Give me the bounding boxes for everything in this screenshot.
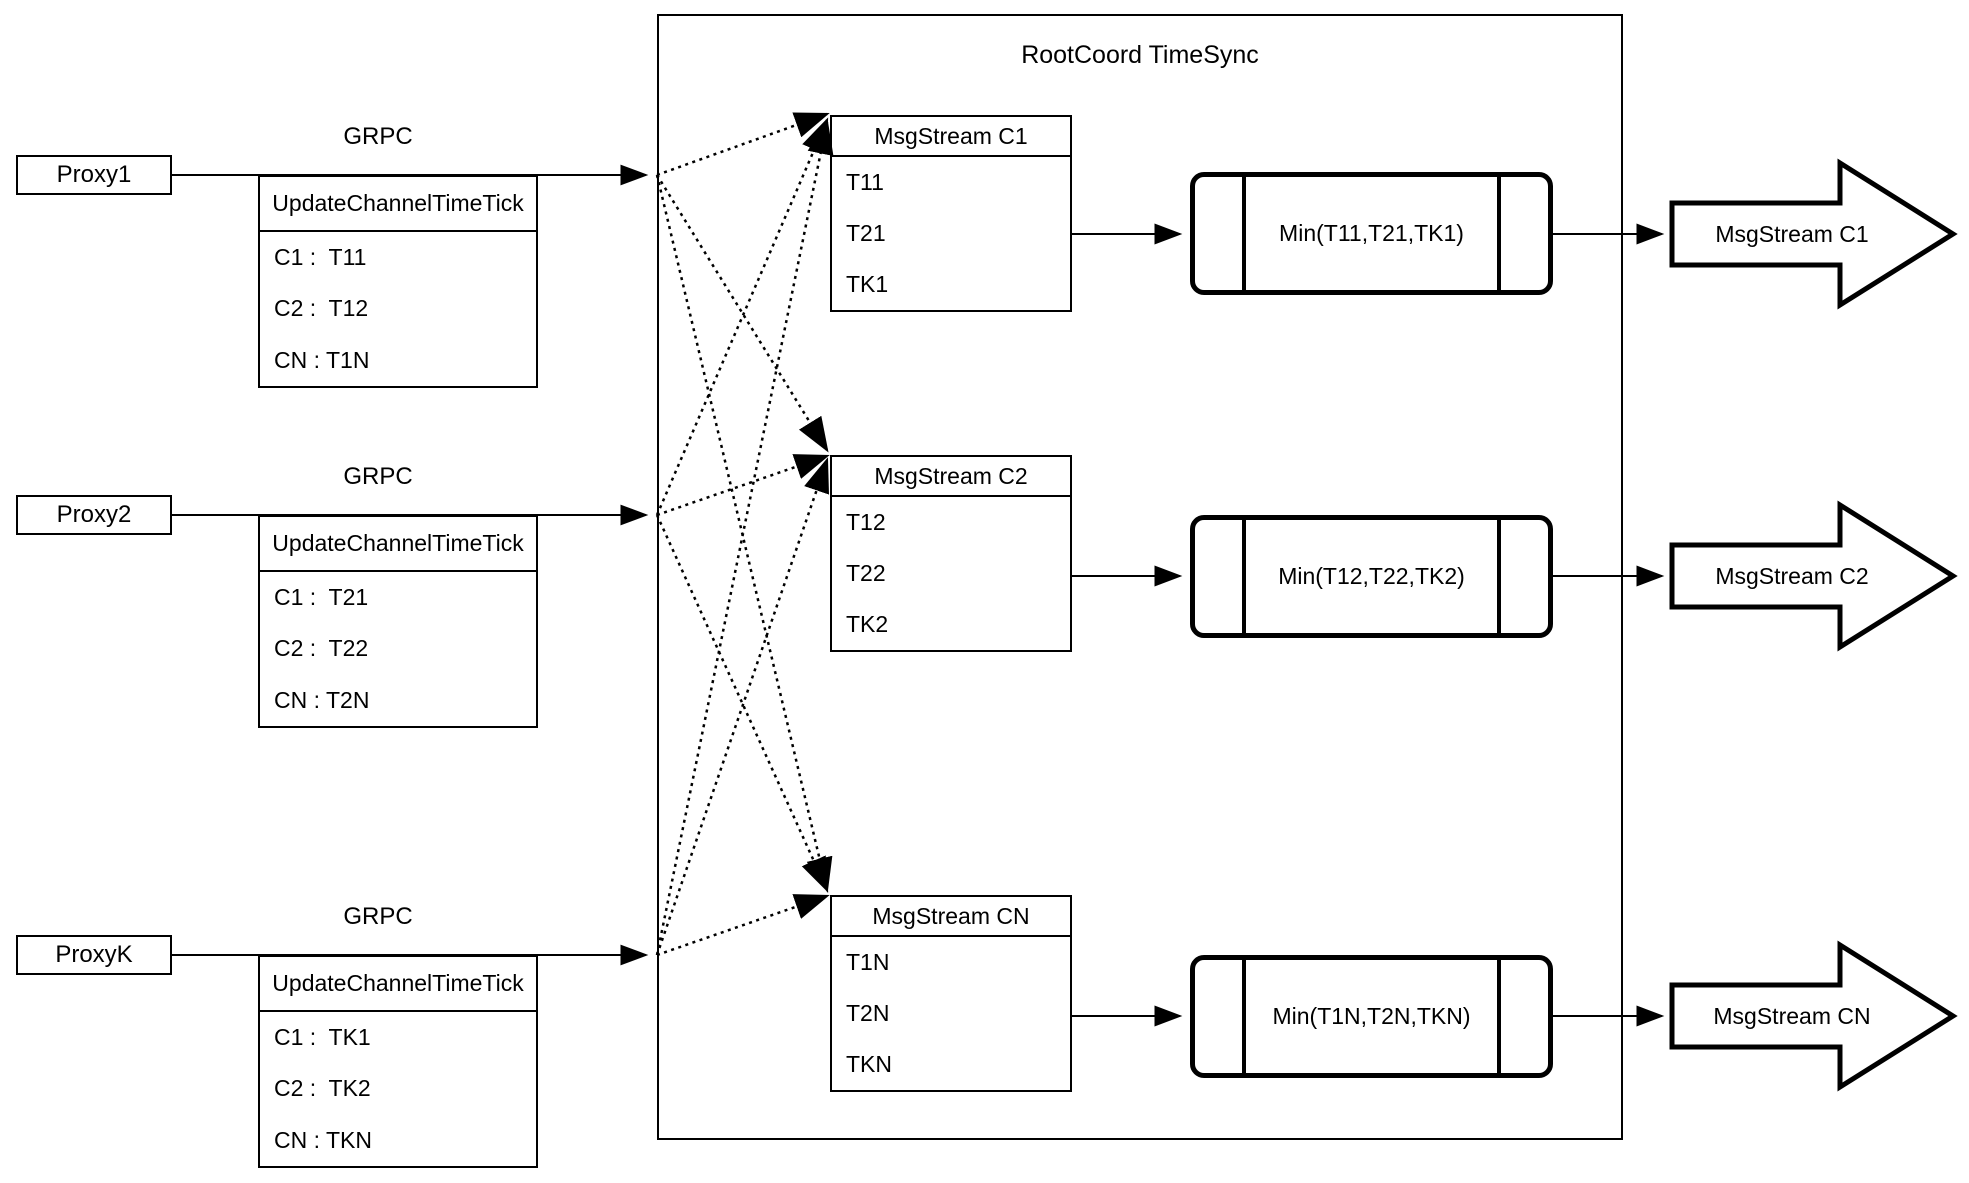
proxy1-table-header: UpdateChannelTimeTick bbox=[260, 177, 536, 232]
proxyk-table-header: UpdateChannelTimeTick bbox=[260, 957, 536, 1012]
rootcoord-title: RootCoord TimeSync bbox=[1021, 40, 1259, 69]
output-label-cn: MsgStream CN bbox=[1713, 1002, 1871, 1029]
table-row: C1 : T11 bbox=[274, 244, 367, 271]
buffer-divider bbox=[1497, 520, 1501, 633]
msgstream-cn-header: MsgStream CN bbox=[832, 897, 1070, 937]
msgstream-cn-table: MsgStream CN T1N T2N TKN bbox=[830, 895, 1072, 1092]
proxy1-timetick-table: UpdateChannelTimeTick C1 : T11 C2 : T12 … bbox=[258, 175, 538, 388]
output-label-c2: MsgStream C2 bbox=[1715, 562, 1869, 589]
min-buffer-c2: Min(T12,T22,TK2) bbox=[1190, 515, 1553, 638]
buffer-divider bbox=[1242, 520, 1246, 633]
proxy1-label: Proxy1 bbox=[56, 161, 132, 188]
proxy2-label: Proxy2 bbox=[56, 501, 132, 528]
table-row: T11 bbox=[846, 169, 884, 195]
table-row: TK2 bbox=[846, 611, 889, 637]
proxyk-label: ProxyK bbox=[55, 941, 133, 968]
min-c2-label: Min(T12,T22,TK2) bbox=[1278, 563, 1465, 589]
table-row: C2 : T22 bbox=[274, 635, 369, 662]
min-cn-label: Min(T1N,T2N,TKN) bbox=[1272, 1003, 1471, 1029]
proxy2-timetick-table: UpdateChannelTimeTick C1 : T21 C2 : T22 … bbox=[258, 515, 538, 728]
table-row: CN : TKN bbox=[274, 1126, 372, 1153]
proxy2-node: Proxy2 bbox=[16, 495, 172, 535]
table-row: C2 : T12 bbox=[274, 295, 369, 322]
proxy2-table-header: UpdateChannelTimeTick bbox=[260, 517, 536, 572]
msgstream-c2-header: MsgStream C2 bbox=[832, 457, 1070, 497]
min-buffer-cn: Min(T1N,T2N,TKN) bbox=[1190, 955, 1553, 1078]
table-row: C1 : T21 bbox=[274, 584, 369, 611]
table-row: CN : T1N bbox=[274, 346, 370, 373]
table-row: T21 bbox=[846, 220, 886, 246]
table-row: C1 : TK1 bbox=[274, 1024, 371, 1051]
grpc-label-1: GRPC bbox=[343, 123, 413, 150]
proxy1-node: Proxy1 bbox=[16, 155, 172, 195]
proxyk-timetick-table: UpdateChannelTimeTick C1 : TK1 C2 : TK2 … bbox=[258, 955, 538, 1168]
msgstream-c2-table: MsgStream C2 T12 T22 TK2 bbox=[830, 455, 1072, 652]
buffer-divider bbox=[1242, 960, 1246, 1073]
msgstream-c1-table: MsgStream C1 T11 T21 TK1 bbox=[830, 115, 1072, 312]
proxyk-node: ProxyK bbox=[16, 935, 172, 975]
buffer-divider bbox=[1497, 177, 1501, 290]
buffer-divider bbox=[1497, 960, 1501, 1073]
table-row: T1N bbox=[846, 949, 890, 975]
output-label-c1: MsgStream C1 bbox=[1715, 220, 1869, 247]
min-c1-label: Min(T11,T21,TK1) bbox=[1279, 220, 1464, 246]
table-row: C2 : TK2 bbox=[274, 1075, 371, 1102]
min-buffer-c1: Min(T11,T21,TK1) bbox=[1190, 172, 1553, 295]
table-row: T22 bbox=[846, 560, 886, 586]
table-row: T2N bbox=[846, 1000, 890, 1026]
grpc-label-2: GRPC bbox=[343, 463, 413, 490]
table-row: TKN bbox=[846, 1051, 892, 1077]
table-row: TK1 bbox=[846, 271, 889, 297]
buffer-divider bbox=[1242, 177, 1246, 290]
table-row: T12 bbox=[846, 509, 886, 535]
table-row: CN : T2N bbox=[274, 686, 370, 713]
msgstream-c1-header: MsgStream C1 bbox=[832, 117, 1070, 157]
grpc-label-3: GRPC bbox=[343, 903, 413, 930]
